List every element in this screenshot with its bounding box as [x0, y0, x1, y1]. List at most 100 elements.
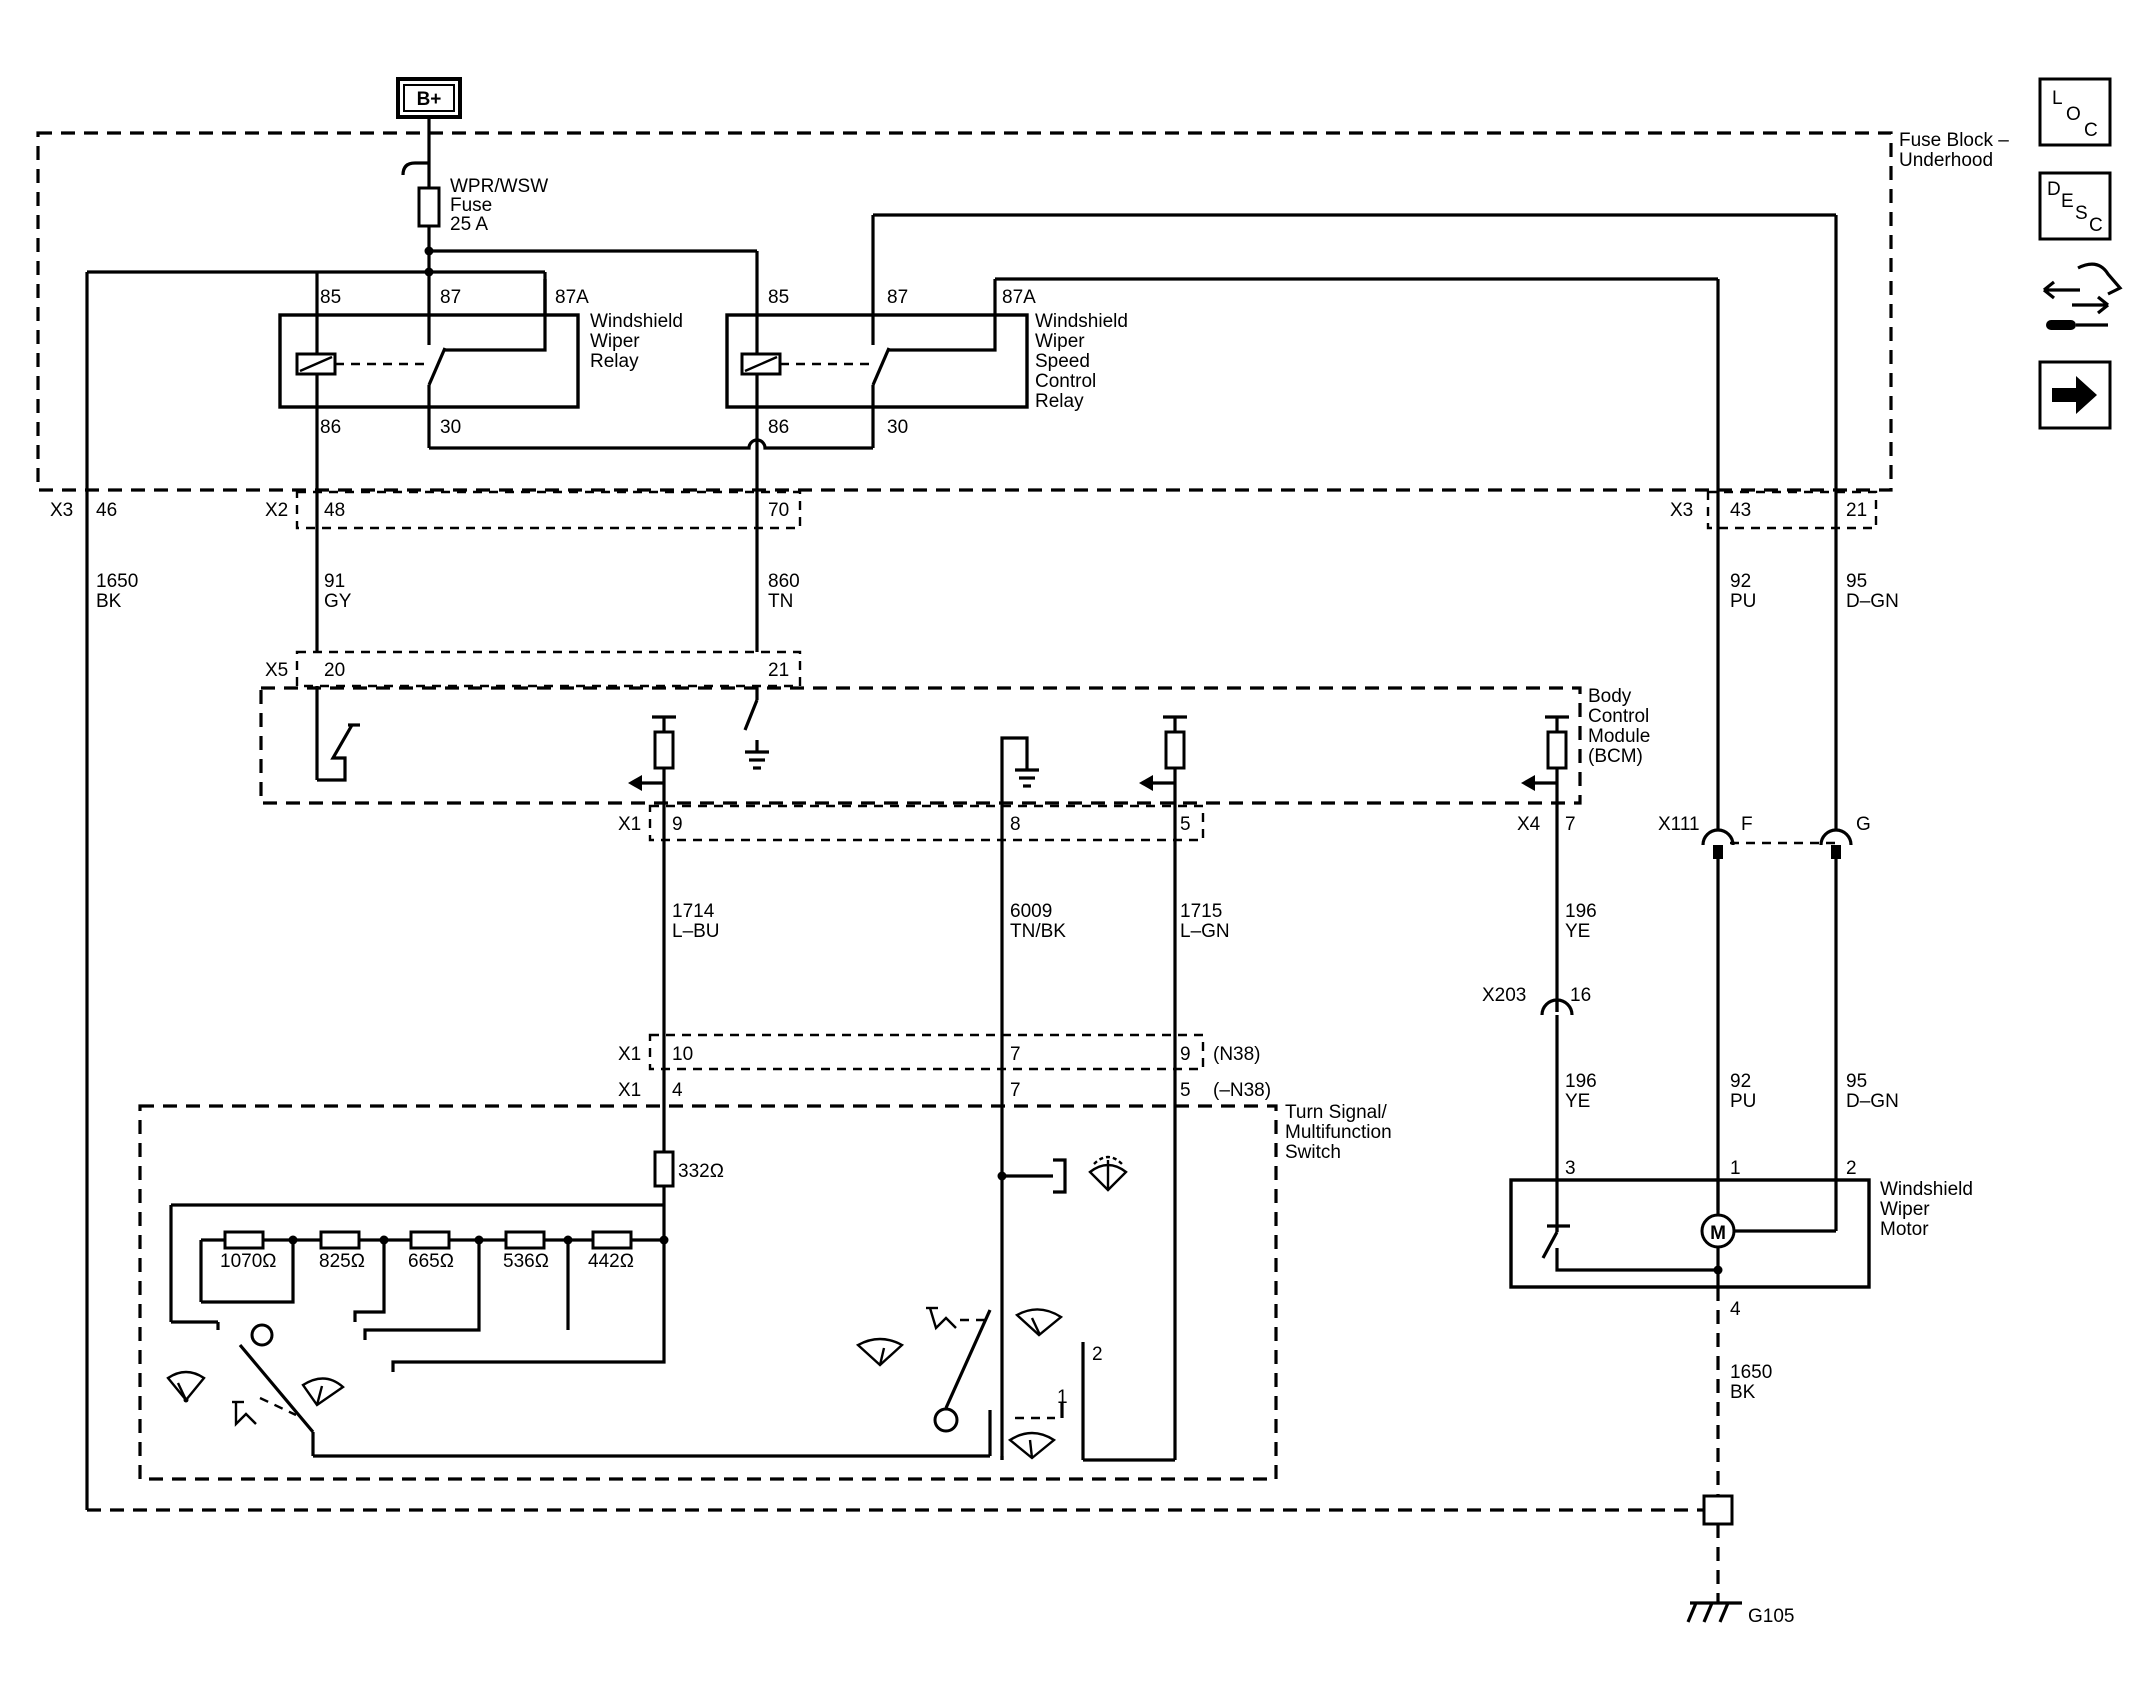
ground-splice — [1702, 1494, 1734, 1526]
desc-icon[interactable]: D E S C — [2038, 171, 2112, 241]
wire-1714-color: L–BU — [672, 921, 720, 942]
motor-pin3: 3 — [1565, 1158, 1576, 1179]
svg-text:S: S — [2075, 203, 2088, 224]
relay1-label-3: Relay — [590, 351, 639, 372]
svg-text:C: C — [2084, 120, 2098, 141]
fuse-rating: 25 A — [450, 214, 488, 235]
conn-x5-pin-b: 21 — [768, 660, 789, 681]
fuse-symbol — [417, 186, 441, 228]
conn-x3-right-pin-b: 21 — [1846, 500, 1867, 521]
conn-x3-right: X3 — [1670, 500, 1693, 521]
relay2-pin30: 30 — [887, 417, 908, 438]
switch-label-3: Switch — [1285, 1142, 1341, 1163]
arrow-right-icon[interactable] — [2038, 360, 2112, 430]
bcm-label-2: Control — [1588, 706, 1649, 727]
relay2-label-1: Windshield — [1035, 311, 1128, 332]
switch-label-2: Multifunction — [1285, 1122, 1392, 1143]
wire-1650b-color: BK — [1730, 1382, 1756, 1403]
conn-x2-pin-b: 70 — [768, 500, 789, 521]
switch-frame — [138, 1104, 1278, 1481]
wiper-icon-left-b — [301, 1377, 345, 1407]
resistor-665 — [409, 1230, 451, 1250]
wire-92b-color: PU — [1730, 1091, 1756, 1112]
resistor-332 — [653, 1150, 675, 1188]
relay2-label-2: Wiper — [1035, 331, 1085, 352]
relay2-pin85: 85 — [768, 287, 789, 308]
wire-95a-color: D–GN — [1846, 591, 1899, 612]
wire-6009-color: TN/BK — [1010, 921, 1066, 942]
conn-x1-not-n38-pin-b: 7 — [1010, 1080, 1021, 1101]
conn-x3-left: X3 — [50, 500, 73, 521]
conn-x1-bcm: X1 — [618, 814, 641, 835]
motor-pin1: 1 — [1730, 1158, 1741, 1179]
bcm-label-1: Body — [1588, 686, 1632, 707]
bcm-label-3: Module — [1588, 726, 1650, 747]
relay1-pin85: 85 — [320, 287, 341, 308]
wire-196b-circuit: 196 — [1565, 1071, 1597, 1092]
wire-1650a-circuit: 1650 — [96, 571, 138, 592]
bcm-frame — [259, 686, 1582, 805]
x5-connector — [295, 650, 802, 688]
conn-x2: X2 — [265, 500, 288, 521]
bcm-pullup-9 — [628, 715, 676, 1030]
conn-x1-not-n38-pin-c: 5 — [1180, 1080, 1191, 1101]
resistor-442-label: 442Ω — [588, 1251, 634, 1272]
relay2-label-3: Speed — [1035, 351, 1090, 372]
wire-1714-circuit: 1714 — [672, 901, 715, 922]
pulse-icon-right — [926, 1306, 957, 1331]
relay1-pin87: 87 — [440, 287, 461, 308]
connector-icon[interactable] — [2043, 262, 2123, 330]
wiper-icon-left-a — [166, 1370, 206, 1403]
conn-x4: X4 — [1517, 814, 1541, 835]
svg-text:L: L — [2052, 88, 2063, 109]
ground-label: G105 — [1748, 1606, 1794, 1627]
relay1-pin86: 86 — [320, 417, 341, 438]
wire-92b-circuit: 92 — [1730, 1071, 1751, 1092]
motor-label-1: Windshield — [1880, 1179, 1973, 1200]
left-switch-off-contact — [250, 1323, 274, 1347]
resistor-536-label: 536Ω — [503, 1251, 549, 1272]
resistor-442 — [591, 1230, 633, 1250]
svg-text:D: D — [2047, 179, 2061, 200]
resistor-1070-label: 1070Ω — [220, 1251, 276, 1272]
resistor-825-label: 825Ω — [319, 1251, 365, 1272]
switch-pos-2: 2 — [1092, 1344, 1103, 1365]
wire-6009-circuit: 6009 — [1010, 901, 1052, 922]
x3-right-connector — [1706, 490, 1878, 530]
bcm-pullup-7 — [1521, 715, 1569, 1012]
wiper-switch-off-contact — [933, 1407, 959, 1433]
resistor-332-label: 332Ω — [678, 1161, 724, 1182]
wire-860-color: TN — [768, 591, 793, 612]
conn-x5: X5 — [265, 660, 288, 681]
wire-91-color: GY — [324, 591, 352, 612]
relay2-box — [725, 313, 1029, 409]
switch-label-1: Turn Signal/ — [1285, 1102, 1387, 1123]
conn-x1-n38-pin-b: 7 — [1010, 1044, 1021, 1065]
motor-pin2: 2 — [1846, 1158, 1857, 1179]
fuse-block-label-2: Underhood — [1899, 150, 1993, 171]
wiper-motor-box — [1509, 1178, 1871, 1289]
battery-label: B+ — [417, 89, 442, 110]
fuse-block-label-1: Fuse Block – — [1899, 130, 2009, 151]
pulse-icon-left — [232, 1400, 257, 1427]
wire-1715-circuit: 1715 — [1180, 901, 1222, 922]
relay2-pin86: 86 — [768, 417, 789, 438]
fuse-block-frame — [36, 131, 1893, 492]
relay2-pin87a: 87A — [1002, 287, 1036, 308]
svg-text:E: E — [2061, 191, 2074, 212]
wire-1650b-circuit: 1650 — [1730, 1362, 1772, 1383]
conn-x203-pin: 16 — [1570, 985, 1591, 1006]
wire-196a-color: YE — [1565, 921, 1590, 942]
resistor-825 — [319, 1230, 361, 1250]
relay2-pin87: 87 — [887, 287, 908, 308]
bcm-pullup-5 — [1139, 715, 1187, 1460]
loc-icon[interactable]: L O C — [2038, 77, 2112, 147]
motor-label-2: Wiper — [1880, 1199, 1930, 1220]
wire-91-circuit: 91 — [324, 571, 345, 592]
wire-196a-circuit: 196 — [1565, 901, 1597, 922]
motor-pin4: 4 — [1730, 1299, 1741, 1320]
conn-not-n38-label: (–N38) — [1213, 1080, 1271, 1101]
conn-x111-pin-b: G — [1856, 814, 1871, 835]
conn-n38-label: (N38) — [1213, 1044, 1261, 1065]
